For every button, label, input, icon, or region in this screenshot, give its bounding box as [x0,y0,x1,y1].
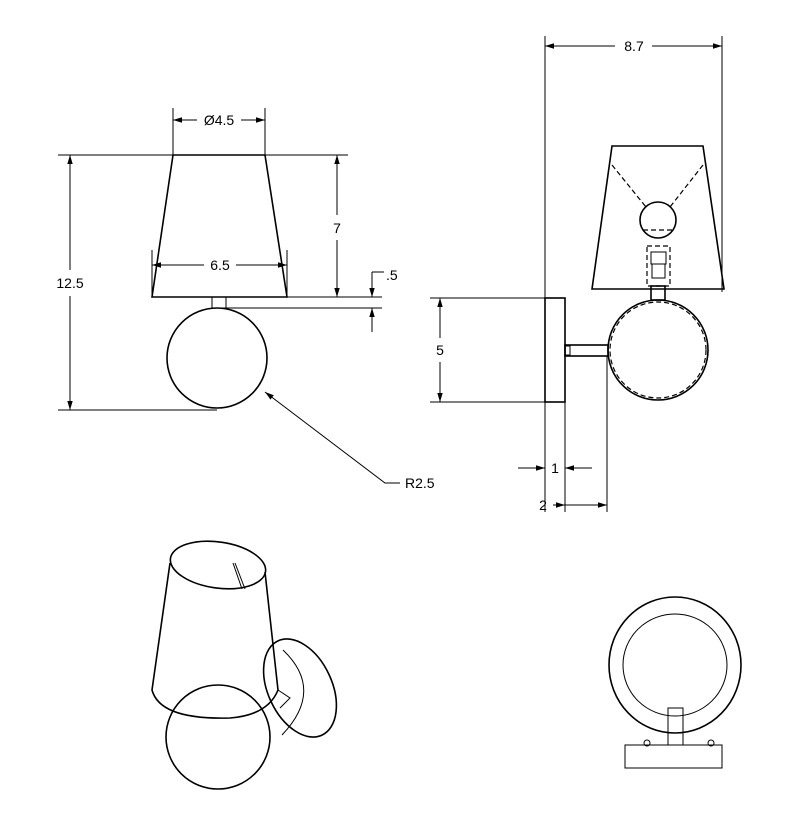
front-shade [151,154,288,298]
front-globe [166,307,268,409]
hidden-line [611,164,647,208]
back-view [608,596,742,769]
screw-icon [643,739,651,747]
side-backplate [544,297,566,403]
side-stem [650,285,666,301]
dim-backplate-depth: 1 [551,460,559,476]
iso-globe [165,684,271,790]
hidden-globe-edge [609,301,707,399]
iso-shade-opening [169,540,267,590]
front-view: Ø4.5 6.5 12.5 7 .5 R2.5 [56,108,435,491]
back-ring-outer [608,596,742,734]
dim-neck-gap: .5 [386,267,398,283]
back-ring-inner [622,613,728,717]
dim-backplate-height: 5 [436,342,444,358]
side-arm [564,344,609,357]
front-neck [211,296,227,309]
iso-shade-wire [232,562,243,590]
arm-fitting [564,345,571,356]
socket-part [650,251,667,265]
side-shade [591,145,725,290]
iso-shade [151,562,279,719]
isometric-view [151,540,338,790]
iso-arm [277,689,291,709]
iso-wall-disc [262,638,338,738]
side-view: 8.7 5 1 2 [430,36,725,513]
dim-shade-height: 7 [333,220,341,236]
dim-overall-depth: 8.7 [624,38,644,54]
socket-part [651,263,666,279]
back-stem [667,707,684,746]
back-base [624,744,723,769]
dim-arm-length: 2 [539,497,547,513]
dim-shade-bottom-width: 6.5 [210,257,230,273]
dim-overall-height: 12.5 [56,275,83,291]
side-bulb [639,201,677,239]
iso-shade-wire [234,562,246,590]
dim-globe-radius: R2.5 [405,475,435,491]
hidden-line [669,164,704,208]
radius-leader [264,391,400,484]
iso-wall-disc-edge [281,649,305,736]
dim-shade-top-diameter: Ø4.5 [204,112,235,128]
side-globe [607,299,709,401]
screw-icon [707,739,715,747]
